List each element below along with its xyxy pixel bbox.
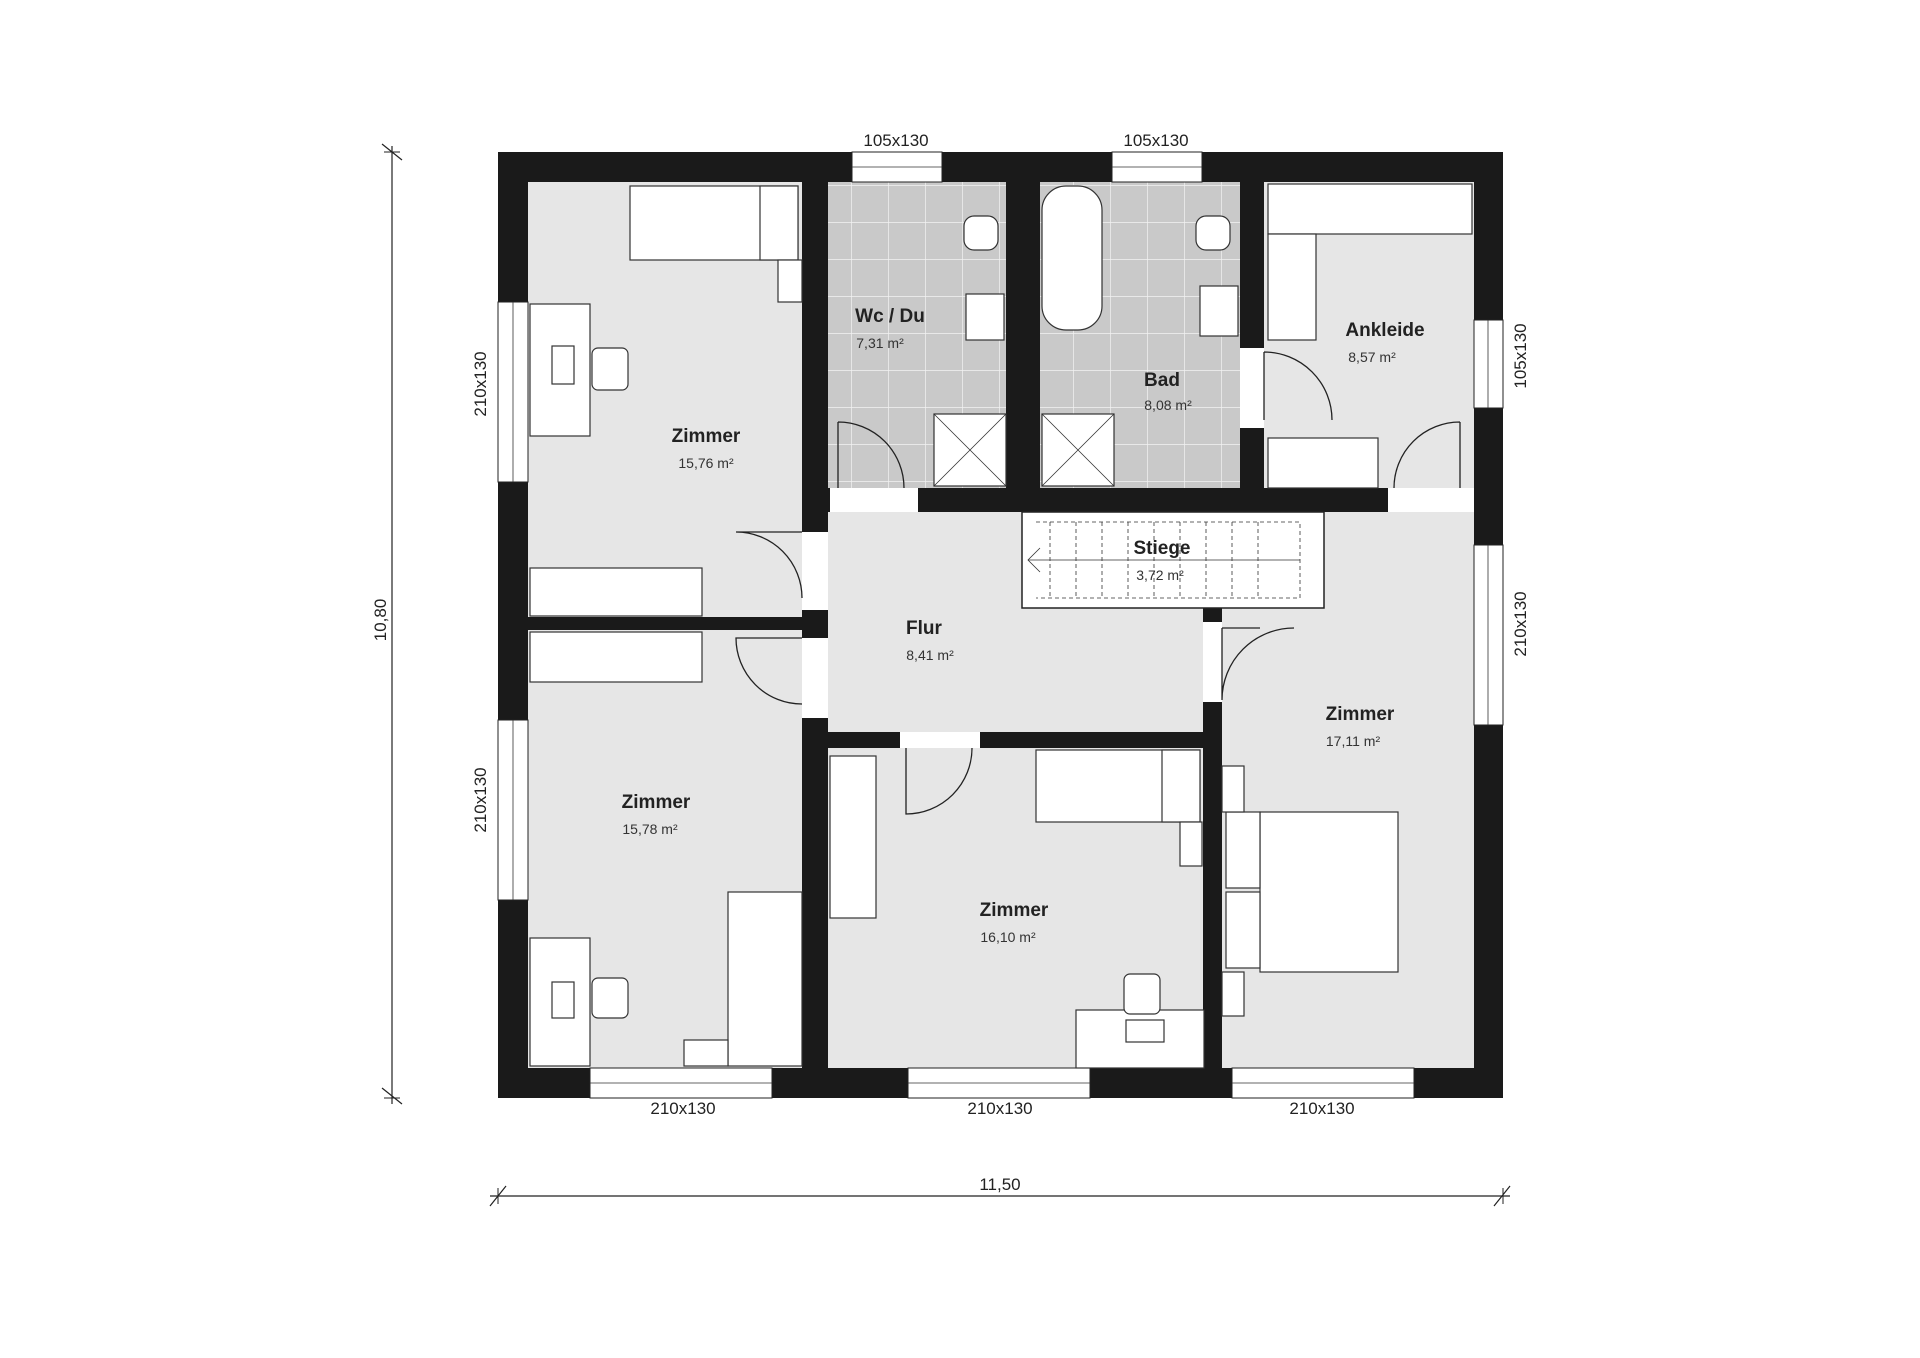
room-area: 8,57 m² — [1348, 349, 1396, 365]
window-label: 210x130 — [1289, 1099, 1354, 1118]
window-label: 105x130 — [1511, 323, 1530, 388]
room-area: 16,10 m² — [980, 929, 1036, 945]
room-area: 8,41 m² — [906, 647, 954, 663]
door-openings — [802, 348, 1474, 748]
staircase — [1021, 511, 1325, 609]
dimension-lines: 10,80 11,50 — [371, 143, 1511, 1207]
window-label: 105x130 — [863, 131, 928, 150]
room-name: Stiege — [1133, 538, 1190, 559]
room-area: 15,78 m² — [622, 821, 678, 837]
window-label: 210x130 — [471, 351, 490, 416]
room-name: Zimmer — [980, 900, 1049, 921]
room-name: Wc / Du — [855, 306, 925, 327]
sanitary-fixtures — [933, 185, 1239, 487]
furniture-zimmer-sw — [529, 631, 803, 1067]
window-label: 210x130 — [1511, 591, 1530, 656]
window-label: 210x130 — [650, 1099, 715, 1118]
room-name: Bad — [1144, 370, 1180, 391]
window-label: 210x130 — [471, 767, 490, 832]
furniture-zimmer-e — [1221, 765, 1399, 1017]
furniture-zimmer-nw — [529, 185, 803, 617]
window-label: 105x130 — [1123, 131, 1188, 150]
windows — [497, 151, 1504, 1099]
room-name: Zimmer — [622, 792, 691, 813]
window-labels: 105x130 105x130 105x130 210x130 210x130 … — [471, 131, 1530, 1118]
room-area: 8,08 m² — [1144, 397, 1192, 413]
dimension-height: 10,80 — [371, 599, 390, 642]
room-name: Zimmer — [672, 426, 741, 447]
furniture-zimmer-s — [829, 749, 1205, 1069]
room-name: Zimmer — [1326, 704, 1395, 725]
room-area: 17,11 m² — [1326, 733, 1381, 749]
room-labels: Zimmer 15,76 m² Wc / Du 7,31 m² Bad 8,08… — [622, 306, 1425, 945]
furniture-ankleide — [1267, 183, 1473, 489]
dimension-width: 11,50 — [979, 1175, 1020, 1194]
room-area: 15,76 m² — [678, 455, 734, 471]
window-label: 210x130 — [967, 1099, 1032, 1118]
room-area: 3,72 m² — [1136, 567, 1184, 583]
room-name: Flur — [906, 618, 942, 639]
room-area: 7,31 m² — [856, 335, 904, 351]
door-swings — [735, 351, 1461, 815]
room-name: Ankleide — [1345, 320, 1424, 341]
